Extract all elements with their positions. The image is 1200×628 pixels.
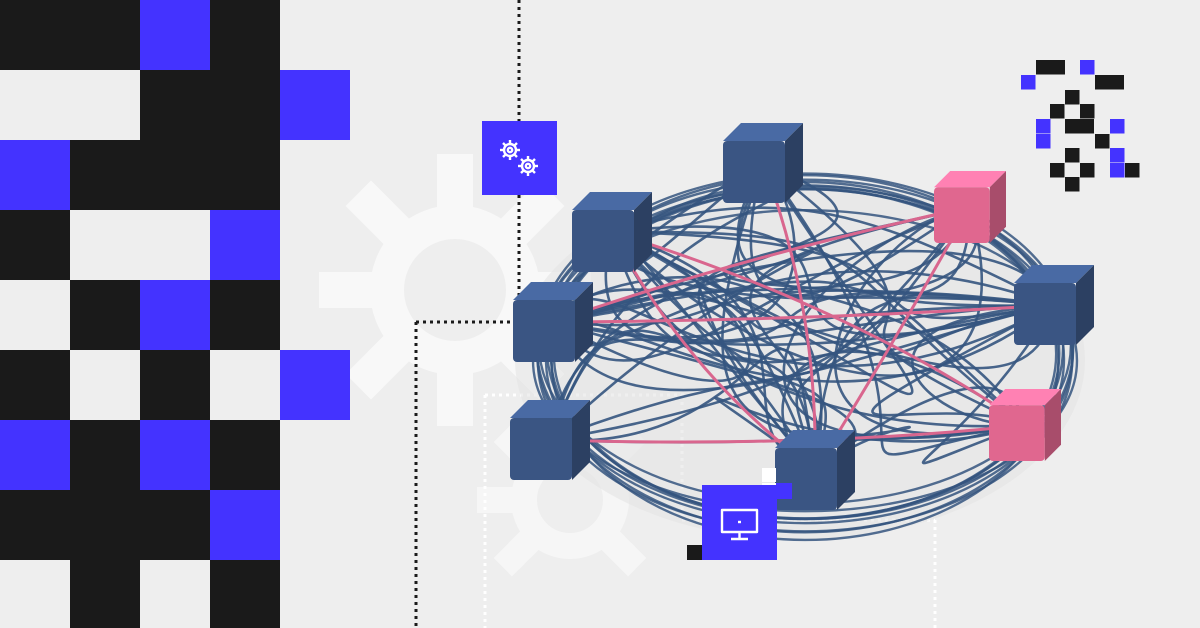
pixel-cell: [140, 0, 210, 70]
pixel-cell: [280, 70, 350, 140]
pixel-cell: [0, 140, 70, 210]
node-cube-blue: [1014, 265, 1094, 345]
glyph-pixel: [1110, 119, 1125, 134]
network-illustration: [510, 123, 1094, 542]
cable: [610, 205, 983, 377]
node-cube-blue: [572, 192, 652, 272]
node-cube-blue: [510, 400, 590, 480]
monitor-tile: [687, 468, 792, 560]
glyph-pixel: [1050, 104, 1065, 119]
pixel-cell: [210, 210, 280, 280]
pixel-cell: [210, 560, 280, 628]
cable: [721, 161, 1027, 441]
node-cube-pink: [934, 171, 1006, 243]
glyph-pixel: [1110, 163, 1125, 178]
pixel-cell: [0, 420, 70, 490]
pixel-cell: [0, 70, 140, 140]
cable: [551, 288, 1056, 370]
glyph-pixel: [1065, 148, 1080, 163]
cable: [610, 230, 827, 472]
pixel-cell: [140, 350, 210, 420]
glyph-pixel: [1065, 90, 1080, 105]
pixel-cell: [210, 70, 280, 140]
pixel-cell: [70, 420, 140, 490]
pixel-cell: [140, 560, 210, 628]
pixel-cell: [70, 280, 140, 350]
glyph-pixel: [1021, 75, 1036, 90]
pixel-cell: [210, 490, 280, 560]
pixel-cell: [210, 140, 280, 210]
pixel-cell: [210, 350, 280, 420]
pixel-cell: [210, 0, 280, 70]
pixel-cell: [0, 560, 70, 628]
pixel-cell: [70, 140, 140, 210]
pixel-cell: [140, 140, 210, 210]
cable-pink: [610, 230, 1027, 427]
cable: [761, 161, 1027, 427]
pixel-cell: [140, 70, 210, 140]
gears-tile: [482, 121, 557, 195]
node-cube-pink: [989, 389, 1061, 461]
cable: [610, 161, 914, 396]
pixel-cell: [0, 490, 70, 560]
cable: [736, 161, 1027, 427]
glyph-pixel: [1050, 163, 1065, 178]
pixel-cell: [0, 280, 70, 350]
pixel-cell: [70, 350, 140, 420]
pixel-pattern-left: [0, 0, 350, 628]
pixel-cell: [0, 210, 70, 280]
pixel-cell: [140, 420, 210, 490]
cable: [548, 303, 1056, 442]
glyph-pixel: [1036, 119, 1051, 134]
pixel-cell: [70, 490, 140, 560]
cable: [551, 291, 817, 472]
cable-pink: [551, 303, 1056, 324]
pixel-cell: [0, 0, 70, 70]
pixel-cell: [140, 490, 210, 560]
node-cube-blue: [723, 123, 803, 203]
monitor-icon: [720, 508, 759, 541]
pixel-cell: [70, 560, 140, 628]
glyph-pixel: [1080, 60, 1095, 75]
pixel-cell: [140, 280, 210, 350]
pixel-cell: [70, 0, 140, 70]
cable-pink: [551, 205, 972, 324]
cable: [921, 303, 1056, 465]
glyph-pixel: [1095, 134, 1110, 149]
glyph-pixel: [1110, 148, 1125, 163]
glyph-pixel: [1095, 75, 1124, 90]
pixel-cell: [140, 210, 210, 280]
pixel-cell: [210, 420, 280, 490]
glyph-pixel: [1036, 134, 1051, 149]
glyph-pixel: [1080, 104, 1095, 119]
cable: [834, 205, 1027, 435]
glyph-pixel: [1080, 163, 1095, 178]
node-cube-blue: [513, 282, 593, 362]
pixel-cell: [0, 350, 70, 420]
glyph-pixel: [1065, 119, 1094, 134]
pixel-cell: [210, 280, 280, 350]
gears-icon: [500, 140, 538, 176]
pixel-glyph-top-right: [1021, 60, 1140, 192]
glyph-pixel: [1036, 60, 1065, 75]
glyph-pixel: [1125, 163, 1140, 178]
glyph-pixel: [1065, 177, 1080, 192]
pixel-cell: [280, 350, 350, 420]
